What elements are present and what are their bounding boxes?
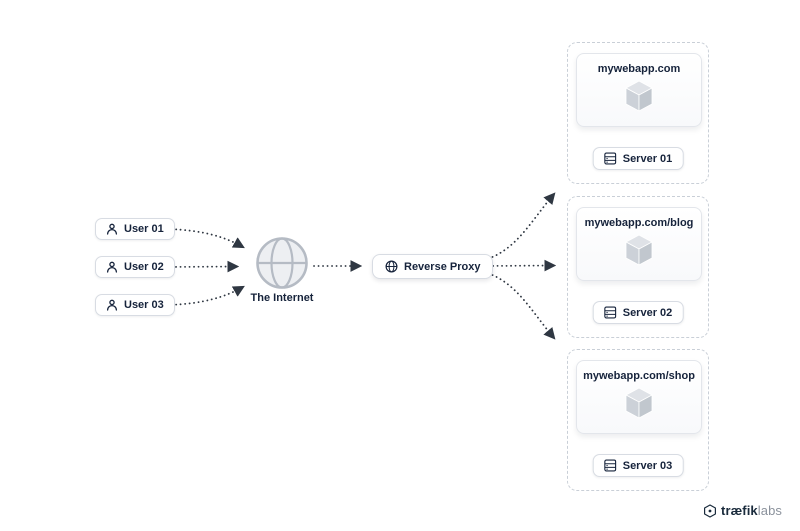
user-label: User 02	[124, 261, 164, 273]
server-grid-icon	[604, 459, 617, 472]
user-02-node: User 02	[95, 256, 175, 278]
internet-node: The Internet	[251, 236, 313, 304]
arrow-proxy-to-group2	[483, 259, 557, 272]
reverse-proxy-label: Reverse Proxy	[404, 260, 481, 273]
domain-label: mywebapp.com	[597, 63, 681, 75]
person-icon	[106, 223, 118, 235]
server-label: Server 01	[622, 152, 673, 165]
person-icon	[106, 299, 118, 311]
traefik-mark-icon	[704, 503, 717, 518]
cube-icon	[625, 234, 653, 266]
arrow-proxy-to-group1	[483, 192, 556, 261]
domain-label: mywebapp.com/shop	[583, 370, 695, 382]
domain-label: mywebapp.com/blog	[584, 217, 694, 229]
server-03-node: Server 03	[592, 454, 684, 477]
server-grid-icon	[604, 306, 617, 319]
arrow-proxy-to-group3	[483, 271, 556, 340]
user-01-node: User 01	[95, 218, 175, 240]
cube-icon	[625, 387, 653, 419]
internet-label: The Internet	[250, 292, 314, 304]
reverse-proxy-node: Reverse Proxy	[372, 254, 494, 279]
service-group-1: mywebapp.com Server 01	[567, 42, 709, 184]
app-card-3: mywebapp.com/shop	[576, 360, 702, 434]
service-group-2: mywebapp.com/blog Server 02	[567, 196, 709, 338]
traefiklabs-logo: træfiklabs	[703, 503, 782, 518]
app-card-1: mywebapp.com	[576, 53, 702, 127]
service-group-3: mywebapp.com/shop Server 03	[567, 349, 709, 491]
server-01-node: Server 01	[592, 147, 684, 170]
globe-icon	[385, 260, 398, 273]
app-card-2: mywebapp.com/blog	[576, 207, 702, 281]
user-label: User 01	[124, 223, 164, 235]
user-03-node: User 03	[95, 294, 175, 316]
user-label: User 03	[124, 299, 164, 311]
cube-icon	[625, 80, 653, 112]
logo-suffix-text: labs	[757, 503, 782, 518]
arrow-user2-to-internet	[166, 260, 240, 273]
globe-icon	[256, 237, 308, 289]
server-label: Server 03	[622, 459, 673, 472]
arrow-user3-to-internet	[166, 285, 245, 306]
server-grid-icon	[604, 152, 617, 165]
person-icon	[106, 261, 118, 273]
arrow-user1-to-internet	[166, 228, 245, 249]
server-02-node: Server 02	[592, 301, 684, 324]
logo-brand-text: træfik	[721, 503, 758, 518]
server-label: Server 02	[622, 306, 673, 319]
